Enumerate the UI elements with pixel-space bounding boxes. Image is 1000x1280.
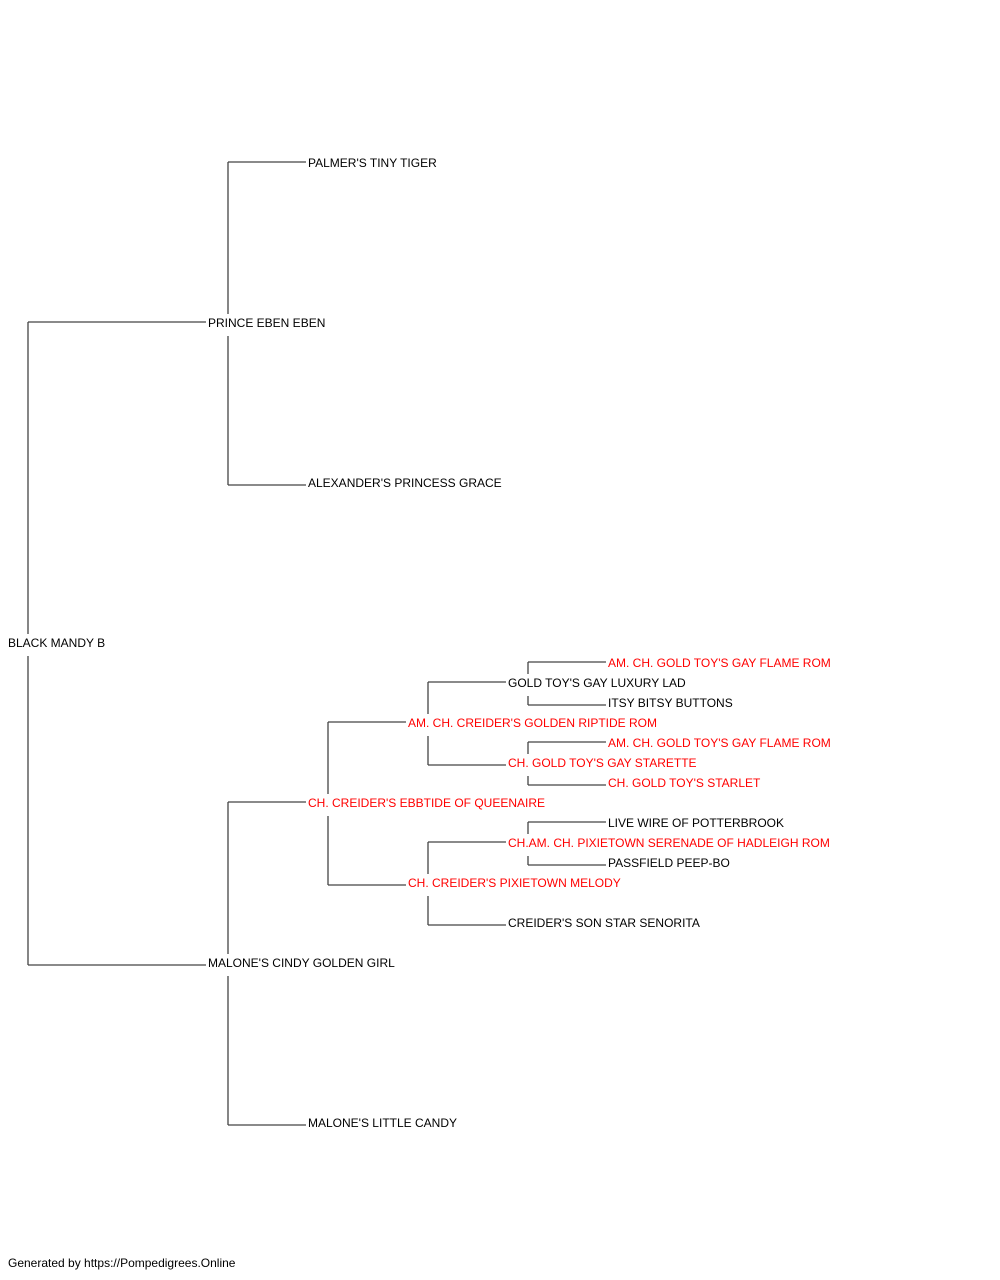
pedigree-node-subject: BLACK MANDY B [8, 636, 105, 650]
pedigree-node-dam-sire-sire-dam-sire: AM. CH. GOLD TOY'S GAY FLAME ROM [608, 736, 831, 750]
pedigree-node-dam: MALONE'S CINDY GOLDEN GIRL [208, 956, 395, 970]
pedigree-node-dam-sire-sire-sire: GOLD TOY'S GAY LUXURY LAD [508, 676, 686, 690]
pedigree-connectors [27, 161, 606, 1126]
pedigree-node-sire-dam: ALEXANDER'S PRINCESS GRACE [308, 476, 502, 490]
pedigree-node-dam-sire-dam-sire-sire: LIVE WIRE OF POTTERBROOK [608, 816, 784, 830]
pedigree-node-dam-sire-sire-sire-dam: ITSY BITSY BUTTONS [608, 696, 733, 710]
pedigree-node-dam-dam: MALONE'S LITTLE CANDY [308, 1116, 457, 1130]
pedigree-node-sire-sire: PALMER'S TINY TIGER [308, 156, 437, 170]
pedigree-node-dam-sire-dam-dam: CREIDER'S SON STAR SENORITA [508, 916, 700, 930]
pedigree-node-dam-sire: CH. CREIDER'S EBBTIDE OF QUEENAIRE [308, 796, 545, 810]
pedigree-node-dam-sire-sire-dam-dam: CH. GOLD TOY'S STARLET [608, 776, 761, 790]
pedigree-node-dam-sire-dam: CH. CREIDER'S PIXIETOWN MELODY [408, 876, 621, 890]
pedigree-node-dam-sire-sire-sire-sire: AM. CH. GOLD TOY'S GAY FLAME ROM [608, 656, 831, 670]
pedigree-node-dam-sire-dam-sire: CH.AM. CH. PIXIETOWN SERENADE OF HADLEIG… [508, 836, 830, 850]
pedigree-node-dam-sire-sire: AM. CH. CREIDER'S GOLDEN RIPTIDE ROM [408, 716, 657, 730]
pedigree-node-dam-sire-dam-sire-dam: PASSFIELD PEEP-BO [608, 856, 730, 870]
pedigree-node-dam-sire-sire-dam: CH. GOLD TOY'S GAY STARETTE [508, 756, 697, 770]
generated-by-footer: Generated by https://Pompedigrees.Online [8, 1256, 236, 1270]
pedigree-labels: BLACK MANDY B PRINCE EBEN EBEN PALMER'S TI… [8, 156, 831, 1130]
pedigree-node-sire: PRINCE EBEN EBEN [208, 316, 325, 330]
